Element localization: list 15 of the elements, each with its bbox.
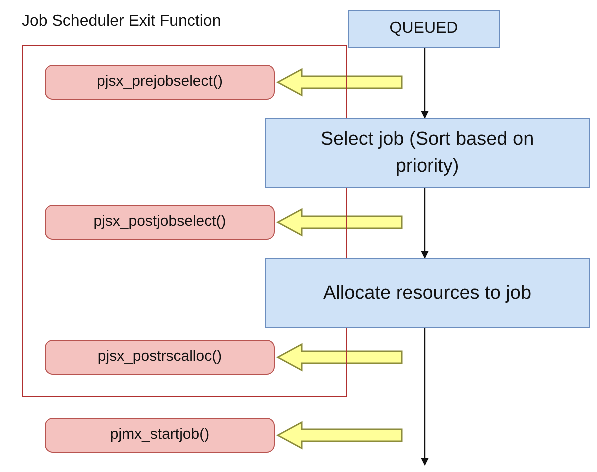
function-box: pjsx_postjobselect() (45, 205, 275, 240)
arrow (421, 48, 429, 119)
function-box: pjsx_prejobselect() (45, 65, 275, 100)
state-box: QUEUED (348, 10, 500, 48)
arrow (421, 328, 429, 466)
process-box: Allocate resources to job (265, 258, 590, 328)
block-arrow (276, 343, 403, 372)
function-box: pjmx_startjob() (45, 418, 275, 453)
group-heading: Job Scheduler Exit Function (22, 12, 222, 32)
block-arrow (276, 421, 403, 450)
block-arrow (276, 68, 403, 97)
function-box: pjsx_postrscalloc() (45, 340, 275, 375)
arrow (421, 188, 429, 259)
process-box: Select job (Sort based on priority) (265, 118, 590, 188)
block-arrow (276, 208, 403, 237)
